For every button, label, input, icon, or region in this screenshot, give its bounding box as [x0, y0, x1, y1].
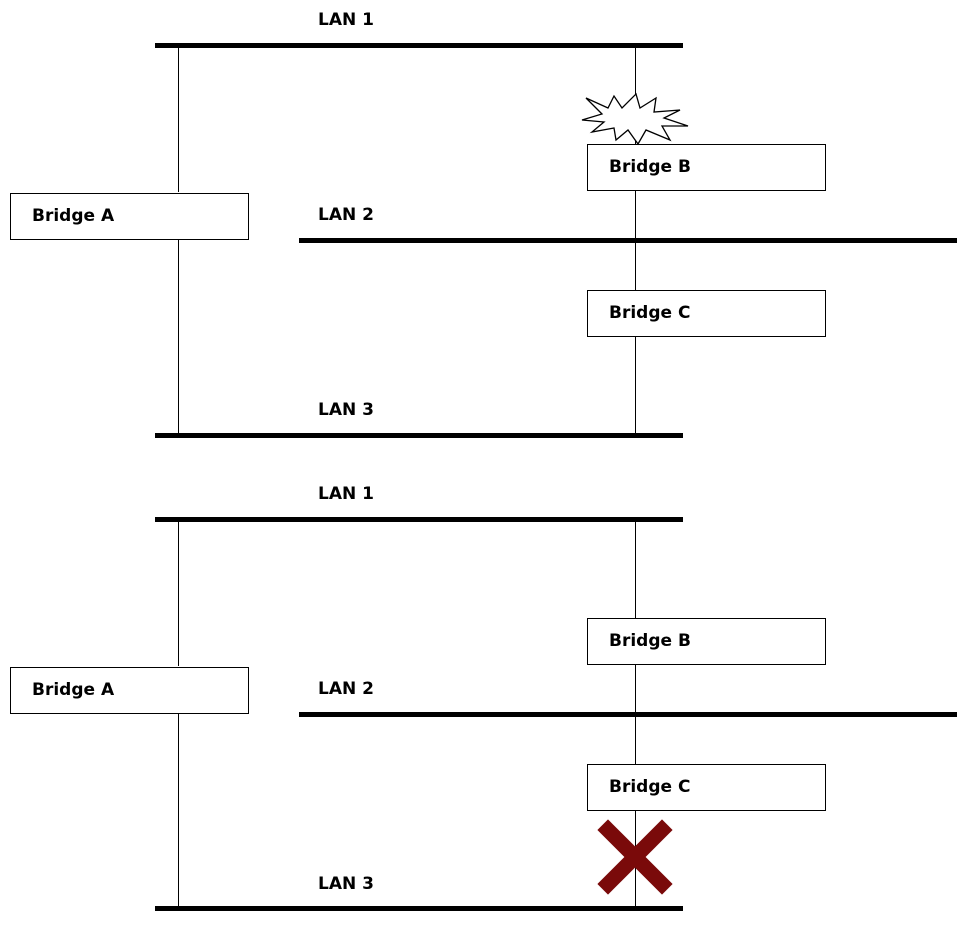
bridge-c: Bridge C	[587, 290, 826, 337]
wire-bridge-a-lan3	[178, 240, 179, 436]
bridge-a: Bridge A	[10, 193, 249, 240]
bridge-b: Bridge B	[587, 618, 826, 665]
bridge-b-label: Bridge B	[609, 631, 691, 651]
wire-bridge-b-lan1	[635, 519, 636, 618]
bridge-c: Bridge C	[587, 764, 826, 811]
blocked-x-icon	[597, 819, 673, 895]
failure-burst-icon	[581, 92, 689, 146]
lan3-label: LAN 3	[318, 400, 374, 420]
lan1-bus	[155, 517, 683, 522]
bridge-b: Bridge B	[587, 144, 826, 191]
wire-bridge-a-lan3	[178, 714, 179, 910]
bridge-c-label: Bridge C	[609, 777, 691, 797]
bridge-b-label: Bridge B	[609, 157, 691, 177]
bridge-a-label: Bridge A	[32, 680, 115, 700]
lan1-label: LAN 1	[318, 484, 374, 504]
lan3-bus	[155, 906, 683, 911]
lan1-bus	[155, 43, 683, 48]
lan1-label: LAN 1	[318, 10, 374, 30]
bridge-a-label: Bridge A	[32, 206, 115, 226]
diagram-before-failure: LAN 1 LAN 2 LAN 3 Bridge A Bridge B Brid…	[0, 0, 957, 455]
lan3-label: LAN 3	[318, 874, 374, 894]
lan3-bus	[155, 433, 683, 438]
wire-bridge-a-lan1	[178, 45, 179, 192]
lan2-bus	[299, 712, 957, 717]
lan2-label: LAN 2	[318, 679, 374, 699]
lan2-bus	[299, 238, 957, 243]
bridge-c-label: Bridge C	[609, 303, 691, 323]
bridge-a: Bridge A	[10, 667, 249, 714]
wire-bridge-c-lan3	[635, 337, 636, 436]
wire-bridge-a-lan1	[178, 519, 179, 666]
diagram-after-reconfiguration: LAN 1 LAN 2 LAN 3 Bridge A Bridge B Brid…	[0, 474, 957, 929]
lan2-label: LAN 2	[318, 205, 374, 225]
